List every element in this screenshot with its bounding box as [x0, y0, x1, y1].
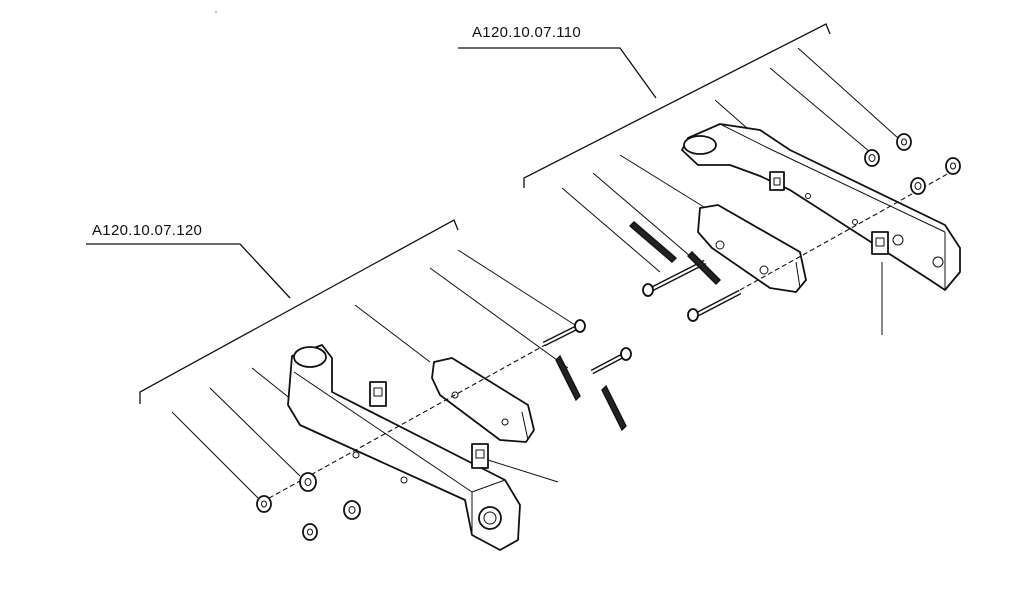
callout-leader [487, 459, 559, 483]
upper-assembly-bracket [523, 23, 831, 188]
callout-leader [561, 187, 661, 273]
upper-label-leader [458, 47, 657, 99]
callout-leader [171, 411, 259, 499]
callout-leader [619, 154, 713, 213]
upper-assembly-axis [739, 211, 881, 291]
scan-dot [215, 11, 217, 13]
upper-nut [864, 149, 880, 167]
lower-cotter-pin-2 [601, 384, 627, 432]
lower-nut [299, 472, 317, 492]
upper-cotter-pin [628, 221, 678, 263]
upper-arm [681, 123, 961, 291]
lower-assembly [86, 219, 632, 551]
assembly-label-lower: A120.10.07.120 [92, 222, 203, 239]
upper-clip [871, 231, 889, 255]
upper-pin-2 [687, 289, 742, 322]
upper-nut-2 [910, 177, 926, 195]
lower-pin [542, 319, 586, 347]
callout-leader [457, 249, 576, 326]
lower-nut-2 [343, 500, 361, 520]
lower-assembly-bracket [139, 219, 459, 404]
lower-washer [256, 495, 272, 513]
upper-pad [697, 204, 807, 293]
lower-cotter-pin [555, 354, 581, 402]
upper-pin [642, 259, 707, 297]
upper-washer [896, 133, 912, 151]
lower-clip-2 [471, 443, 489, 469]
lower-washer-2 [302, 523, 318, 541]
lower-clip [369, 381, 387, 407]
lower-label-leader [86, 243, 291, 299]
upper-assembly [458, 23, 961, 335]
lower-pad [431, 357, 535, 443]
callout-leader [429, 267, 569, 369]
lower-arm [287, 344, 521, 551]
callout-leader [769, 67, 871, 153]
upper-cotter-pin-2 [687, 251, 721, 285]
lower-assembly-axis [261, 344, 546, 503]
upper-washer-2 [945, 157, 961, 175]
callout-leader [797, 47, 899, 139]
callout-leader [209, 387, 301, 477]
callout-leader [354, 304, 431, 363]
lower-pin-2 [590, 347, 632, 375]
assembly-label-upper: A120.10.07.110 [472, 24, 582, 41]
